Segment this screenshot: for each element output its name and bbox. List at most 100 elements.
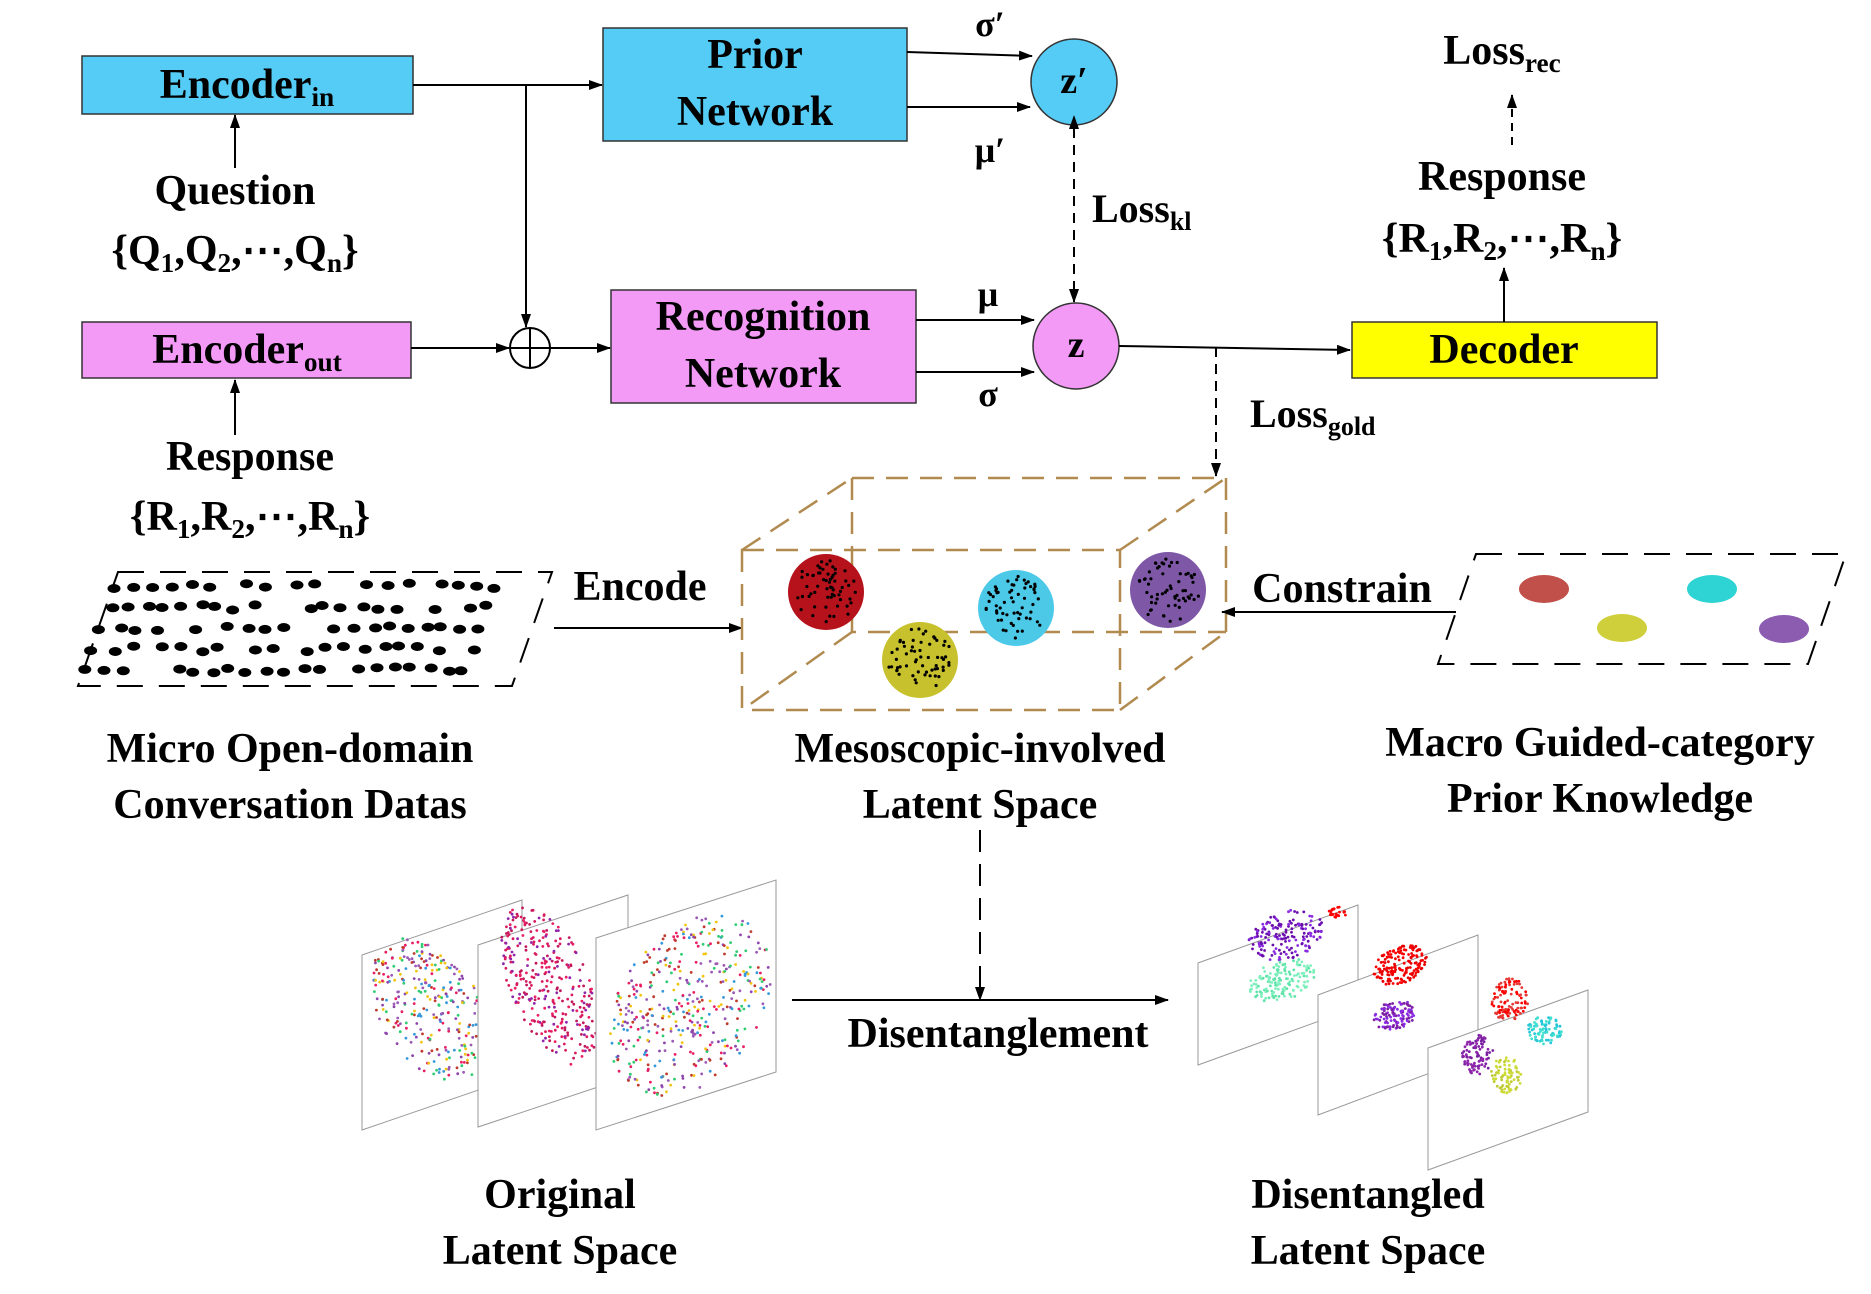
scatter-point bbox=[704, 917, 708, 921]
scatter-point bbox=[609, 1032, 612, 1035]
scatter-point bbox=[1377, 1025, 1381, 1029]
response-left-label: Response bbox=[166, 434, 334, 480]
scatter-point bbox=[504, 966, 508, 970]
scatter-point bbox=[513, 925, 517, 929]
scatter-point bbox=[1281, 987, 1285, 991]
scatter-point bbox=[1467, 1062, 1470, 1065]
cluster-point bbox=[1023, 586, 1027, 590]
scatter-point bbox=[674, 998, 677, 1002]
cluster-point bbox=[943, 639, 947, 644]
cluster-point bbox=[909, 649, 914, 653]
scatter-point bbox=[621, 1042, 625, 1046]
scatter-point bbox=[544, 1030, 547, 1033]
scatter-point bbox=[381, 963, 385, 966]
scatter-point bbox=[1267, 979, 1271, 983]
scatter-point bbox=[653, 1064, 657, 1068]
scatter-point bbox=[1382, 960, 1385, 964]
scatter-point bbox=[702, 925, 706, 929]
scatter-point bbox=[547, 944, 550, 948]
cluster-point bbox=[916, 670, 920, 674]
micro-dot bbox=[203, 582, 217, 592]
cluster-point bbox=[1155, 592, 1159, 597]
scatter-point bbox=[535, 1032, 538, 1036]
scatter-point bbox=[372, 971, 376, 975]
scatter-point bbox=[541, 936, 545, 939]
scatter-point bbox=[726, 1044, 729, 1048]
cluster-point bbox=[894, 657, 899, 662]
scatter-point bbox=[540, 965, 544, 969]
scatter-point bbox=[758, 947, 762, 950]
scatter-point bbox=[665, 1090, 668, 1094]
scatter-point bbox=[1508, 980, 1512, 984]
scatter-point bbox=[507, 945, 510, 949]
cluster-point bbox=[1173, 596, 1177, 600]
micro-dot bbox=[248, 600, 262, 610]
scatter-point bbox=[535, 929, 539, 932]
scatter-point bbox=[1466, 1059, 1470, 1063]
scatter-point bbox=[645, 1013, 648, 1017]
scatter-point bbox=[1298, 963, 1302, 967]
scatter-point bbox=[1268, 958, 1272, 961]
scatter-point bbox=[1468, 1068, 1471, 1071]
scatter-point bbox=[631, 1020, 635, 1024]
scatter-point bbox=[643, 1053, 646, 1056]
cluster-point bbox=[1168, 584, 1172, 588]
scatter-point bbox=[1275, 964, 1278, 967]
cluster-point bbox=[832, 594, 836, 598]
scatter-point bbox=[1505, 1011, 1508, 1015]
scatter-point bbox=[1312, 976, 1316, 979]
scatter-point bbox=[1529, 1025, 1533, 1029]
micro-dot bbox=[347, 623, 361, 633]
scatter-point bbox=[1269, 972, 1272, 975]
scatter-point bbox=[723, 1051, 726, 1055]
scatter-point bbox=[657, 970, 661, 974]
scatter-point bbox=[735, 999, 738, 1003]
cluster-point bbox=[1196, 594, 1200, 598]
scatter-point bbox=[563, 1028, 567, 1032]
scatter-point bbox=[663, 958, 667, 962]
scatter-point bbox=[660, 941, 664, 945]
cluster-point bbox=[1191, 580, 1195, 584]
scatter-point bbox=[507, 933, 511, 936]
cluster-point bbox=[890, 665, 894, 669]
scatter-point bbox=[502, 962, 505, 966]
scatter-point bbox=[1514, 1013, 1518, 1017]
scatter-point bbox=[553, 1015, 557, 1019]
scatter-point bbox=[1497, 983, 1501, 986]
scatter-point bbox=[432, 987, 436, 990]
scatter-point bbox=[650, 1014, 654, 1017]
scatter-point bbox=[417, 978, 421, 981]
scatter-point bbox=[658, 1049, 661, 1053]
scatter-point bbox=[1387, 973, 1391, 977]
scatter-point bbox=[581, 1021, 585, 1025]
scatter-point bbox=[567, 936, 571, 939]
micro-dot bbox=[146, 583, 160, 592]
scatter-point bbox=[717, 935, 720, 938]
scatter-point bbox=[544, 1036, 547, 1040]
scatter-point bbox=[420, 945, 424, 949]
cluster-point bbox=[1149, 577, 1153, 581]
cluster-point bbox=[833, 571, 837, 575]
micro-dot bbox=[388, 662, 402, 672]
scatter-point bbox=[616, 1054, 620, 1058]
scatter-point bbox=[632, 1060, 636, 1064]
scatter-point bbox=[510, 929, 513, 933]
scatter-point bbox=[663, 1041, 666, 1045]
scatter-point bbox=[1399, 1003, 1403, 1006]
scatter-point bbox=[1290, 921, 1293, 925]
scatter-point bbox=[538, 989, 542, 993]
scatter-point bbox=[709, 942, 712, 946]
scatter-point bbox=[403, 943, 407, 947]
scatter-point bbox=[447, 1065, 451, 1069]
scatter-point bbox=[1504, 985, 1507, 989]
scatter-point bbox=[1534, 1024, 1538, 1028]
scatter-point bbox=[473, 1056, 477, 1059]
scatter-point bbox=[442, 986, 446, 990]
scatter-point bbox=[417, 964, 421, 968]
scatter-point bbox=[1272, 966, 1276, 969]
scatter-point bbox=[743, 972, 747, 976]
scatter-point bbox=[689, 1050, 692, 1054]
scatter-point bbox=[668, 965, 671, 968]
scatter-point bbox=[584, 1025, 588, 1028]
micro-dot bbox=[143, 601, 156, 611]
